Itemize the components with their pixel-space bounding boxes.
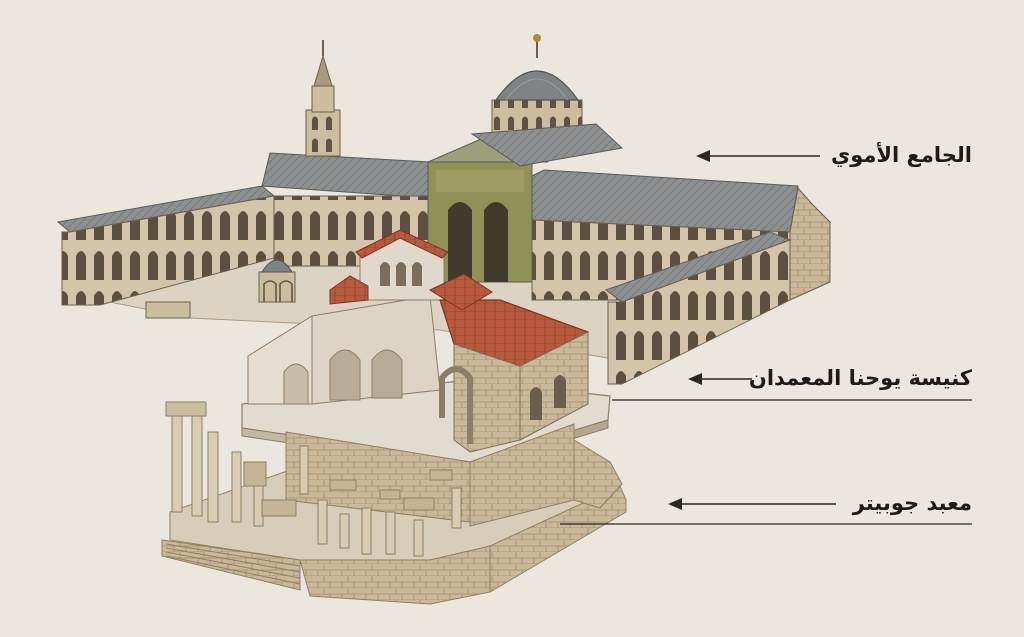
mosque-pointer-arrow <box>696 150 820 162</box>
ablution-fountain <box>258 259 296 303</box>
label-pointers <box>560 150 972 525</box>
temple-pointer-arrow <box>560 498 972 525</box>
minaret <box>305 40 341 157</box>
umayyad-mosque-layer <box>56 34 831 385</box>
temple-of-jupiter-layer <box>161 401 627 605</box>
east-end-wall <box>789 186 831 301</box>
church-left-roof <box>329 275 369 305</box>
temple-steps <box>161 539 301 591</box>
front-wing-wall <box>607 239 791 385</box>
church-of-john-the-baptist-label: كنيسة يوحنا المعمدان <box>748 366 972 390</box>
church-pointer-arrow <box>612 373 972 401</box>
temple-propylaeum-columns <box>165 401 219 523</box>
transept-roof <box>470 123 624 167</box>
church-layer <box>241 229 611 471</box>
temple-standing-columns <box>231 445 462 557</box>
umayyad-mosque-label: الجامع الأموي <box>830 143 972 167</box>
church-cut-arch <box>439 366 473 444</box>
church-tower-roof <box>428 273 493 311</box>
church-clerestory <box>355 229 449 301</box>
back-gallery-roof <box>261 152 431 199</box>
temple-of-jupiter-label: معبد جوبيتر <box>852 491 972 515</box>
temple-rubble <box>243 461 453 517</box>
courtyard-bench <box>145 301 191 319</box>
temple-stair-wall <box>573 439 623 509</box>
